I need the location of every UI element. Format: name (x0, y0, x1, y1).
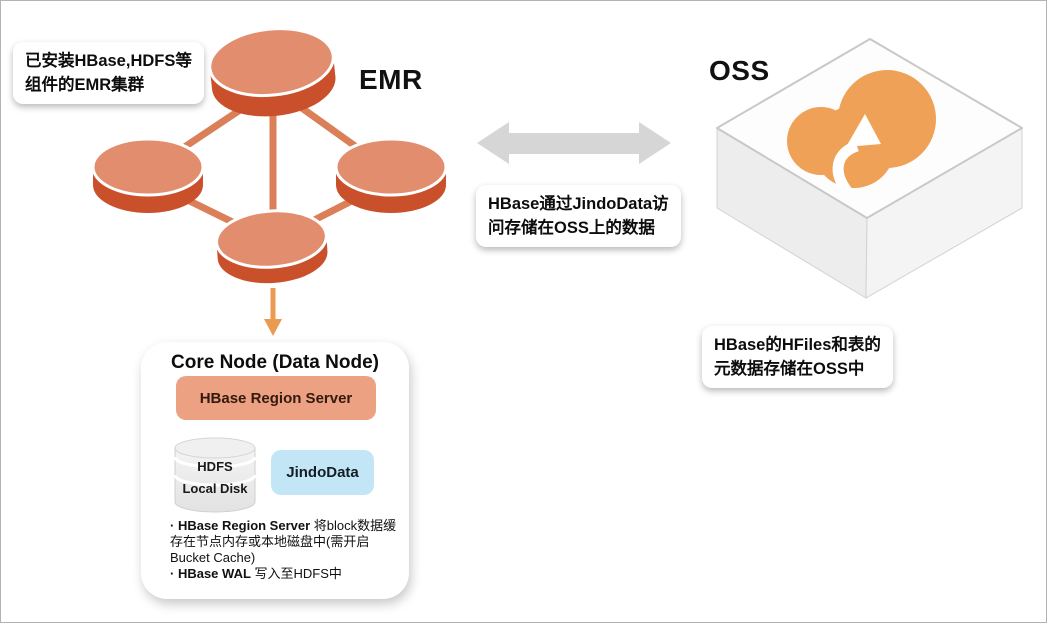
note-line: 问存储在OSS上的数据 (488, 219, 655, 237)
emr-node-cylinder-top (208, 27, 336, 117)
hbase-region-server-box: HBase Region Server (176, 376, 376, 420)
oss-cloud-upload-icon (787, 70, 936, 195)
oss-label: OSS (709, 55, 770, 86)
bullet-text: 将block数据缓存在节点内存或本地磁盘中(需开启 Bucket Cache) (170, 518, 397, 565)
upload-arrow-stem (832, 140, 860, 195)
note-line: HBase的HFiles和表的 (714, 336, 881, 354)
bullet-item: · HBase WAL 写入至HDFS中 (170, 566, 404, 582)
disk-separator (174, 456, 256, 469)
core-node-panel: Core Node (Data Node) HBase Region Serve… (141, 342, 409, 599)
emr-label: EMR (359, 64, 423, 95)
cluster-to-core-node-arrow (264, 288, 282, 336)
bullet-bold-text: · HBase Region Server (170, 518, 311, 533)
note-line: HBase通过JindoData访 (488, 195, 669, 213)
note-line: 已安装HBase,HDFS等 (25, 52, 192, 70)
cylinder-top-face (208, 27, 335, 98)
jindodata-box: JindoData (271, 450, 374, 495)
core-node-title: Core Node (Data Node) (171, 352, 379, 373)
cylinder-top-face (91, 137, 205, 197)
bullet-bold-text: · HBase WAL (170, 566, 251, 581)
cylinder-top-face (334, 137, 448, 197)
disk-body (174, 447, 256, 513)
emr-cluster-note: 已安装HBase,HDFS等 组件的EMR集群 (13, 42, 204, 104)
local-disk-label: Local Disk (182, 481, 248, 496)
oss-storage-note: HBase的HFiles和表的 元数据存储在OSS中 (702, 326, 893, 388)
arrow-head-icon (264, 319, 282, 336)
jindodata-access-note: HBase通过JindoData访 问存储在OSS上的数据 (476, 185, 681, 247)
emr-node-cylinder-bottom (215, 209, 328, 284)
emr-node-cylinder-right (334, 137, 448, 213)
note-line: 组件的EMR集群 (25, 76, 145, 94)
bullet-item: · HBase Region Server 将block数据缓存在节点内存或本地… (170, 518, 404, 566)
upload-arrow-head (846, 114, 881, 147)
cylinder-top-face (215, 209, 328, 269)
emr-oss-double-arrow-icon (477, 122, 671, 164)
hdfs-local-disk-cylinder: HDFS Local Disk (174, 437, 256, 513)
bullet-text: 写入至HDFS中 (250, 566, 342, 581)
disk-top-face (174, 437, 256, 459)
hdfs-label: HDFS (197, 459, 233, 474)
note-line: 元数据存储在OSS中 (714, 360, 865, 378)
emr-node-cylinder-left (91, 137, 205, 213)
oss-cube-icon (716, 38, 1023, 299)
core-node-bullets: · HBase Region Server 将block数据缓存在节点内存或本地… (170, 518, 404, 582)
disk-separator (174, 474, 256, 487)
